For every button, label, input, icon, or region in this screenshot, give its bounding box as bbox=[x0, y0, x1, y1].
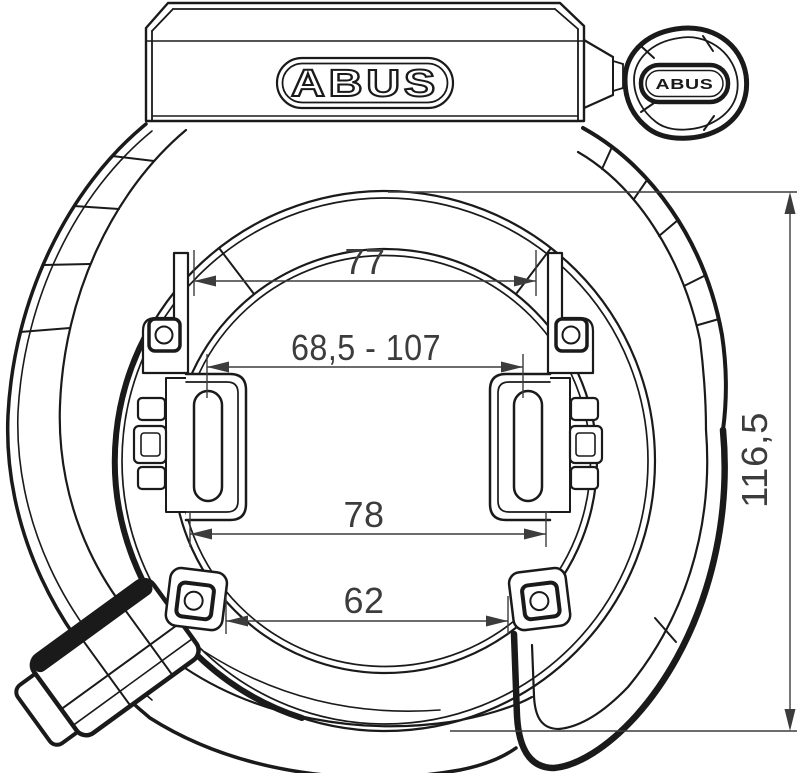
dimension-overall-height: 116,5 bbox=[388, 191, 797, 732]
right-arm-hook bbox=[510, 426, 728, 772]
left-slot bbox=[192, 389, 224, 503]
right-mount-plate bbox=[546, 251, 595, 375]
right-bottom-tab bbox=[507, 566, 572, 632]
left-clip-plate bbox=[165, 377, 187, 513]
handle-grip-stripe bbox=[32, 580, 153, 673]
right-shell-arm bbox=[510, 126, 728, 772]
dimension-77-label: 77 bbox=[344, 241, 385, 282]
abus-logo: ABUS bbox=[275, 56, 455, 110]
dimension-top-mount-width: 77 bbox=[193, 241, 537, 296]
key-stamp-text: ABUS bbox=[656, 76, 714, 93]
dimension-annotations: 77 68,5 - 107 78 62 bbox=[189, 191, 797, 732]
dimension-clamp-range: 68,5 - 107 bbox=[206, 327, 524, 398]
dimension-62-label: 62 bbox=[343, 580, 384, 621]
dimension-bottom-width: 62 bbox=[225, 580, 509, 634]
left-mount-plate bbox=[141, 251, 190, 375]
mounting-hardware bbox=[132, 251, 604, 632]
right-slot bbox=[512, 389, 544, 503]
dimension-mid-width: 78 bbox=[189, 494, 547, 547]
right-clip-plate bbox=[549, 377, 571, 513]
right-bolt-hole bbox=[554, 317, 589, 353]
abus-logo-text: ABUS bbox=[291, 63, 439, 105]
dimension-range-label: 68,5 - 107 bbox=[291, 327, 441, 368]
dimension-78-label: 78 bbox=[343, 494, 384, 535]
left-bottom-tab bbox=[164, 566, 229, 632]
left-bolt-hole bbox=[147, 317, 182, 353]
key: ABUS bbox=[582, 25, 750, 141]
ring-shackle-arc bbox=[111, 323, 305, 721]
key-neck bbox=[582, 38, 624, 110]
key-head: ABUS bbox=[622, 25, 750, 141]
lock-housing: ABUS bbox=[144, 1, 586, 123]
dimension-height-label: 116,5 bbox=[734, 412, 775, 508]
